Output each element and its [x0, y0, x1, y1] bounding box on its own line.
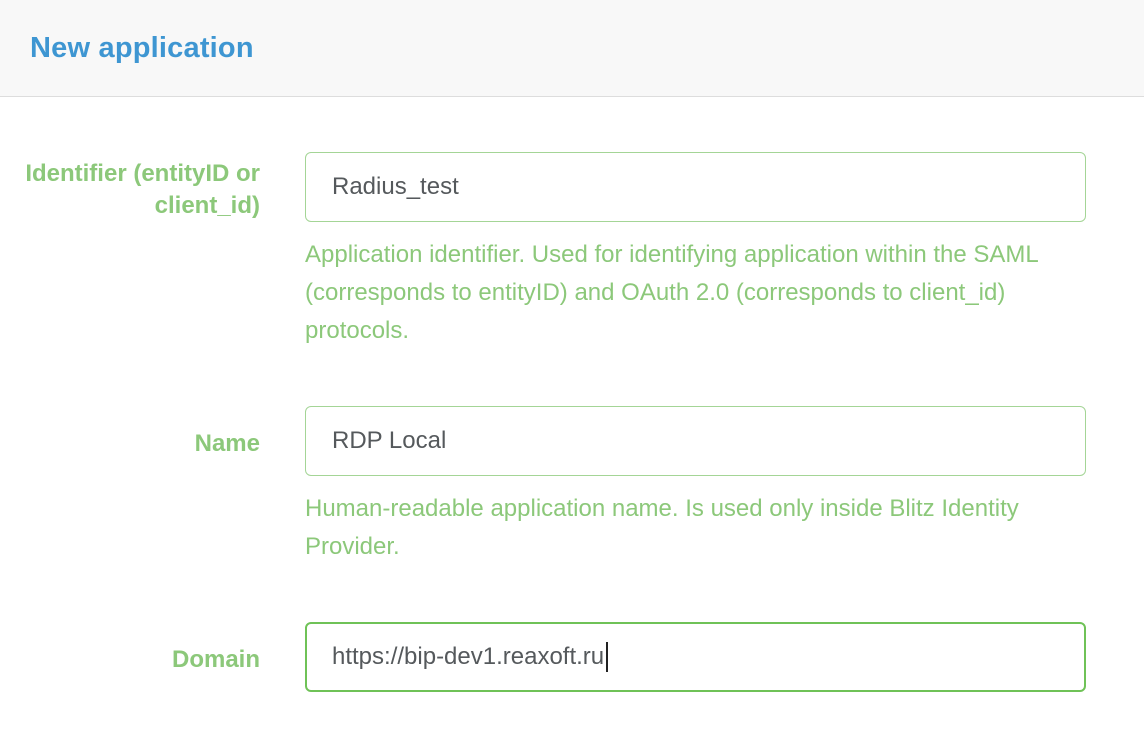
- name-label: Name: [194, 429, 260, 457]
- identifier-help-text: Application identifier. Used for identif…: [305, 241, 1038, 344]
- field-domain: Domain https://bip-dev1.reaxoft.ru: [0, 622, 1144, 692]
- domain-label: Domain: [171, 645, 260, 673]
- page-title: New application: [30, 31, 254, 64]
- identifier-control: Radius_test Application identifier. Used…: [305, 152, 1086, 350]
- identifier-label: Identifier (entityID or client_id): [25, 160, 260, 220]
- field-identifier: Identifier (entityID or client_id) Radiu…: [0, 152, 1144, 350]
- domain-control: https://bip-dev1.reaxoft.ru: [305, 622, 1086, 692]
- name-control: RDP Local Human-readable application nam…: [305, 406, 1086, 566]
- name-input[interactable]: RDP Local: [305, 406, 1086, 476]
- panel-header: New application: [0, 0, 1144, 97]
- new-application-form: Identifier (entityID or client_id) Radiu…: [0, 97, 1144, 692]
- identifier-input[interactable]: Radius_test: [305, 152, 1086, 222]
- name-help-text: Human-readable application name. Is used…: [305, 495, 1019, 560]
- domain-input[interactable]: https://bip-dev1.reaxoft.ru: [305, 622, 1086, 692]
- field-name: Name RDP Local Human-readable applicatio…: [0, 406, 1144, 566]
